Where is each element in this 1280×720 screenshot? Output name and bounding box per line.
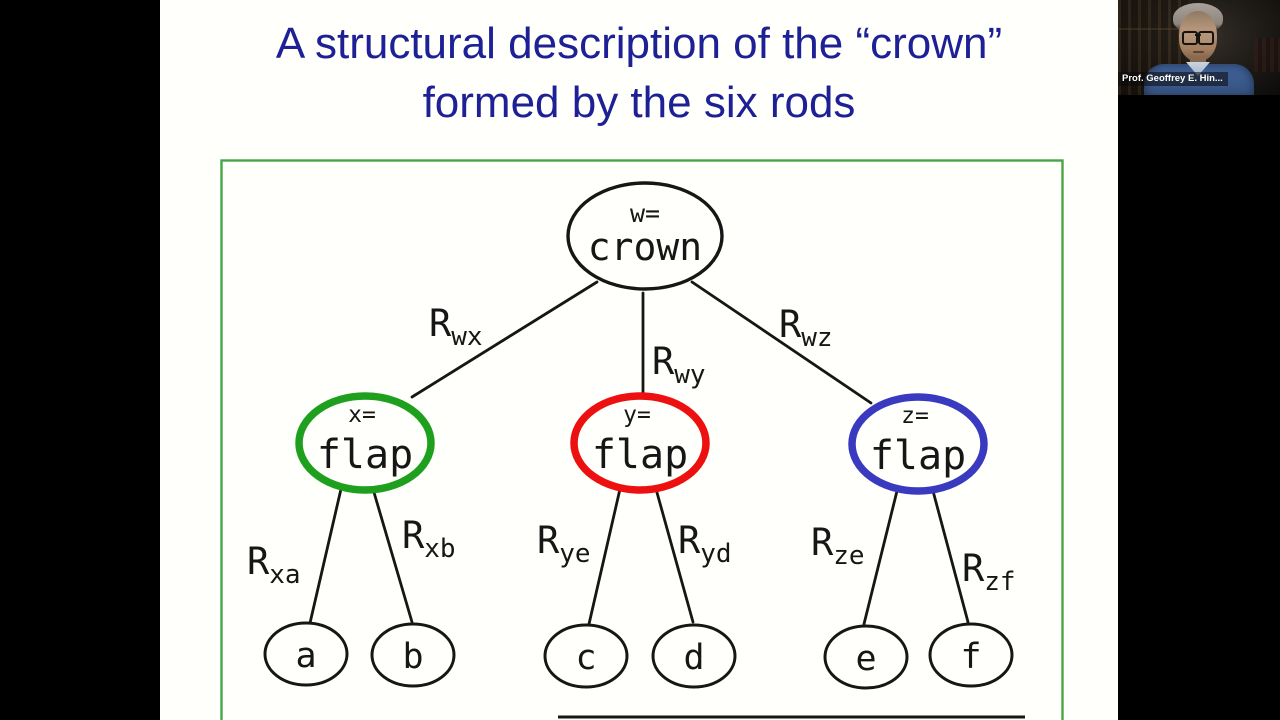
node-d-ellipse bbox=[651, 623, 737, 689]
node-crown-prefix: w= bbox=[630, 199, 660, 228]
node-flap-z-prefix: z= bbox=[901, 403, 929, 429]
relation-label-xb: Rxb bbox=[402, 514, 456, 564]
edge-y-d bbox=[654, 487, 695, 624]
right-letterbox-bar bbox=[1118, 0, 1280, 720]
node-a-label: a bbox=[295, 636, 316, 676]
node-d-label: d bbox=[683, 638, 704, 678]
relation-label-wy: Rwy bbox=[652, 340, 706, 390]
speaker-mouth bbox=[1193, 51, 1204, 53]
slide-title-line2: formed by the six rods bbox=[422, 78, 856, 127]
edge-w-z bbox=[690, 280, 873, 405]
node-flap-y-ellipse bbox=[570, 392, 710, 494]
relation-label-wz: Rwz bbox=[779, 303, 833, 353]
slide-title-line1: A structural description of the “crown” bbox=[275, 19, 1003, 68]
node-crown-label: crown bbox=[588, 225, 702, 269]
leaf-edges bbox=[308, 487, 970, 626]
relation-labels: Rwx Rwy Rwz Rxa Rxb Rye Ryd Rze Rzf bbox=[247, 302, 1016, 597]
node-flap-x-ellipse bbox=[295, 392, 435, 494]
node-b-ellipse bbox=[370, 622, 456, 688]
leaf-labels: a b c d e f bbox=[295, 636, 981, 679]
glasses-right-lens bbox=[1198, 31, 1214, 45]
node-f-label: f bbox=[960, 637, 981, 677]
speaker-face bbox=[1179, 11, 1217, 61]
node-e-label: e bbox=[855, 639, 876, 679]
edge-z-f bbox=[931, 489, 970, 624]
node-e-ellipse bbox=[823, 624, 909, 690]
relation-label-ye: Rye bbox=[537, 519, 591, 569]
edge-x-b bbox=[371, 487, 414, 624]
books-backdrop bbox=[1254, 38, 1280, 72]
node-flap-x-prefix: x= bbox=[348, 402, 376, 428]
webcam-tile[interactable]: Prof. Geoffrey E. Hin... bbox=[1118, 0, 1280, 95]
node-flap-y-label: flap bbox=[592, 432, 688, 478]
root-edges bbox=[410, 280, 873, 405]
relation-label-yd: Ryd bbox=[678, 519, 732, 569]
leaf-ellipses bbox=[263, 621, 1014, 690]
glasses-left-lens bbox=[1182, 31, 1198, 45]
edge-x-a bbox=[308, 487, 343, 625]
relation-label-xa: Rxa bbox=[247, 540, 301, 590]
glasses-icon bbox=[1182, 31, 1214, 45]
edge-z-e bbox=[862, 489, 899, 626]
slide-title: A structural description of the “crown” … bbox=[160, 14, 1118, 132]
relation-label-wx: Rwx bbox=[429, 302, 483, 352]
node-crown-ellipse bbox=[566, 181, 724, 291]
left-letterbox-bar bbox=[0, 0, 160, 720]
presentation-slide: A structural description of the “crown” … bbox=[160, 0, 1118, 720]
node-c-label: c bbox=[575, 638, 596, 678]
relation-label-ze: Rze bbox=[811, 521, 865, 571]
node-flap-z-label: flap bbox=[870, 433, 966, 479]
participant-name-label: Prof. Geoffrey E. Hin... bbox=[1118, 72, 1228, 86]
edge-w-x bbox=[410, 280, 599, 399]
node-flap-z-ellipse bbox=[848, 393, 988, 495]
node-c-ellipse bbox=[543, 623, 629, 689]
node-f-ellipse bbox=[928, 622, 1014, 688]
node-a-ellipse bbox=[263, 621, 349, 687]
relation-label-zf: Rzf bbox=[962, 547, 1016, 597]
node-b-label: b bbox=[402, 637, 423, 677]
figure-frame bbox=[220, 159, 1064, 720]
bookshelf-shelf-line bbox=[1118, 28, 1188, 30]
edge-y-c bbox=[587, 487, 622, 626]
node-flap-y-prefix: y= bbox=[623, 402, 651, 428]
node-flap-x-label: flap bbox=[317, 432, 413, 478]
